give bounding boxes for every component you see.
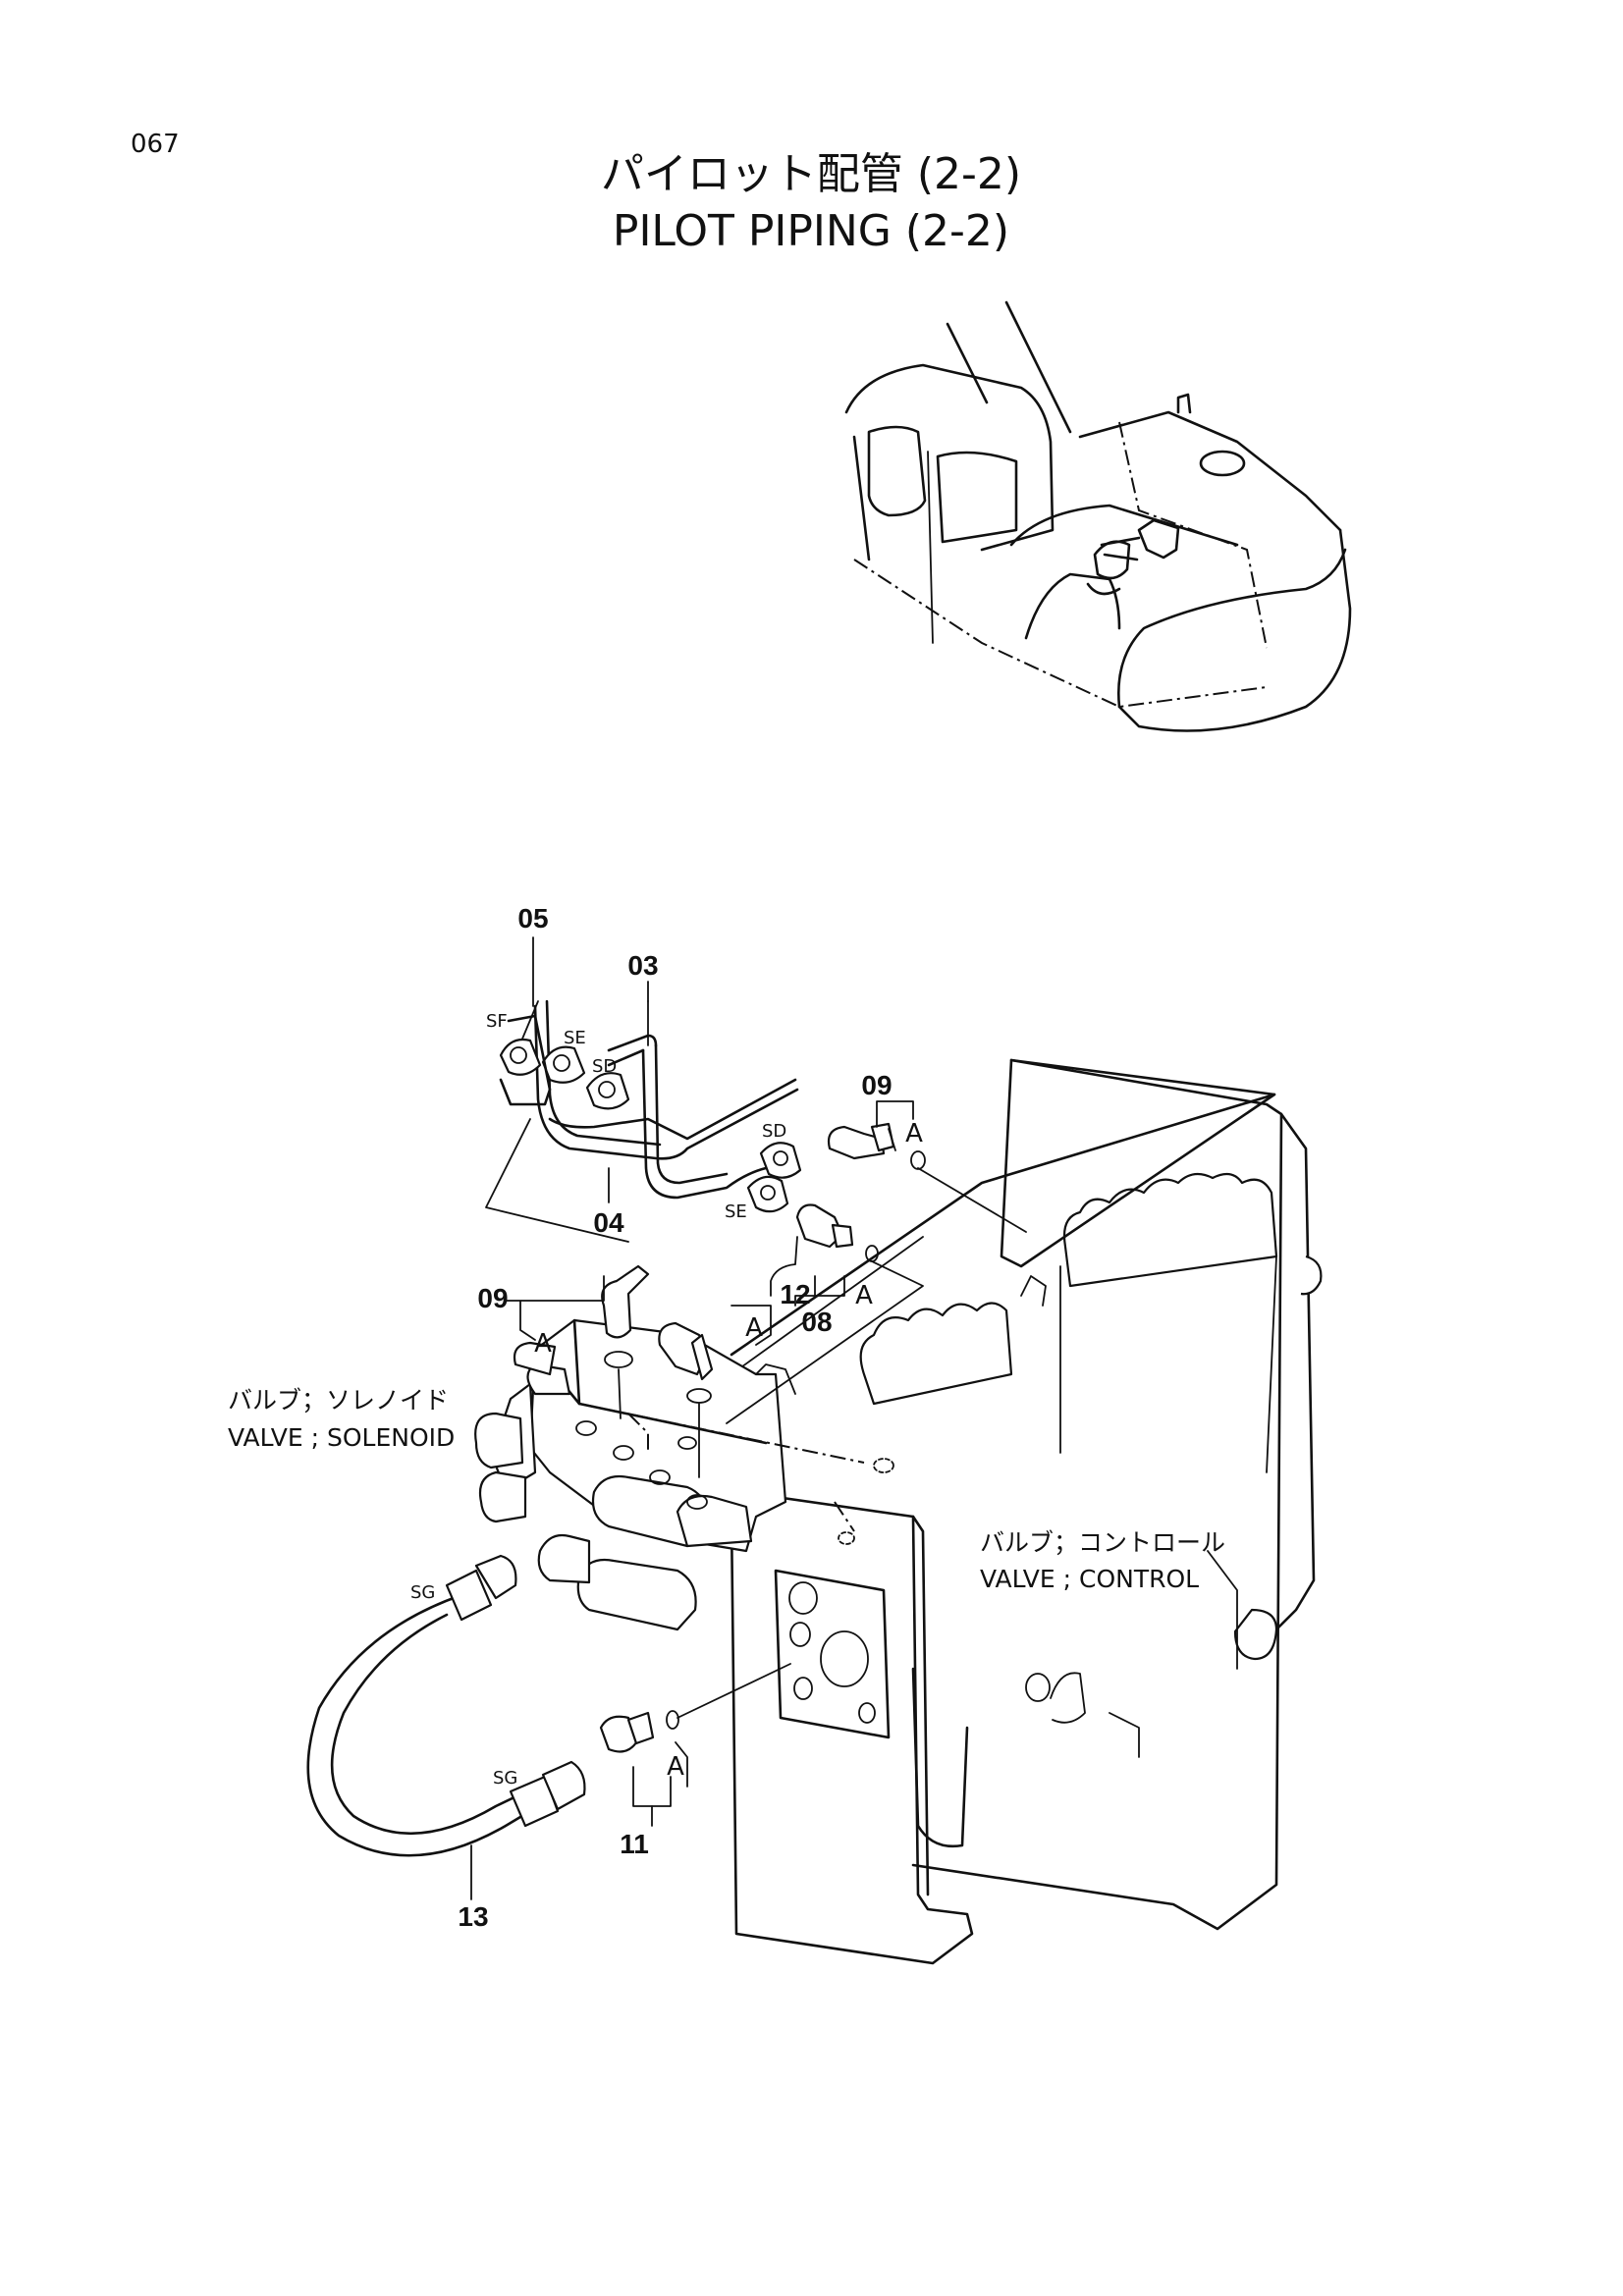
fitting-08 — [658, 1321, 714, 1478]
part-number-08: 08 — [801, 1307, 832, 1337]
fitting-sf — [499, 1038, 542, 1076]
part-number-11: 11 — [620, 1829, 649, 1859]
fitting-se-mid — [746, 1175, 789, 1213]
leader-lines — [470, 936, 914, 1900]
mounting-bracket — [730, 1058, 1276, 1965]
callout-control-english: VALVE ; CONTROL — [980, 1565, 1199, 1593]
port-label-se-top: SE — [564, 1028, 586, 1048]
ref-mark-a-3: A — [534, 1329, 552, 1359]
part-number-04: 04 — [593, 1207, 624, 1238]
title-english: PILOT PIPING (2-2) — [613, 206, 1009, 256]
callout-control-japanese: バルブ；コントロール — [980, 1528, 1225, 1557]
callout-solenoid-english: VALVE ; SOLENOID — [228, 1423, 455, 1452]
port-label-sg-upper: SG — [410, 1582, 435, 1603]
port-label-sd-mid: SD — [762, 1121, 786, 1142]
ref-mark-a-2: A — [855, 1281, 873, 1310]
fitting-12 — [726, 1203, 924, 1424]
callout-solenoid-japanese: バルブ；ソレノイド — [228, 1386, 449, 1415]
solenoid-valve — [474, 1318, 894, 1631]
ref-mark-a-4: A — [745, 1313, 763, 1343]
fitting-sd-top — [585, 1072, 630, 1110]
port-label-sf: SF — [486, 1011, 508, 1032]
hose-13 — [306, 1554, 586, 1857]
port-label-sd-top: SD — [592, 1056, 617, 1077]
control-valve — [859, 1058, 1323, 1931]
part-number-12: 12 — [780, 1279, 810, 1309]
part-number-13: 13 — [458, 1901, 488, 1932]
ref-mark-a-5: A — [667, 1752, 684, 1782]
page-number: 067 — [131, 130, 180, 159]
part-number-09-top: 09 — [861, 1070, 892, 1100]
pipe-assembly — [485, 999, 802, 1243]
ref-mark-a-1: A — [905, 1119, 923, 1148]
fitting-09-left — [601, 1264, 650, 1419]
part-number-09-left: 09 — [477, 1283, 508, 1313]
hose-fitting-lower — [509, 1760, 586, 1828]
part-number-05: 05 — [517, 903, 548, 934]
hose-fitting-upper — [445, 1554, 517, 1622]
fitting-09-top — [827, 1122, 1027, 1233]
port-label-sg-lower: SG — [493, 1768, 517, 1789]
connector-11 — [599, 1663, 791, 1753]
title-japanese: パイロット配管 (2-2) — [601, 149, 1021, 199]
port-label-se-mid: SE — [725, 1201, 747, 1222]
fitting-se-top — [541, 1045, 586, 1084]
excavator-location-thumbnail — [844, 300, 1352, 732]
fitting-sd-mid — [759, 1142, 802, 1179]
part-number-03: 03 — [627, 950, 658, 981]
